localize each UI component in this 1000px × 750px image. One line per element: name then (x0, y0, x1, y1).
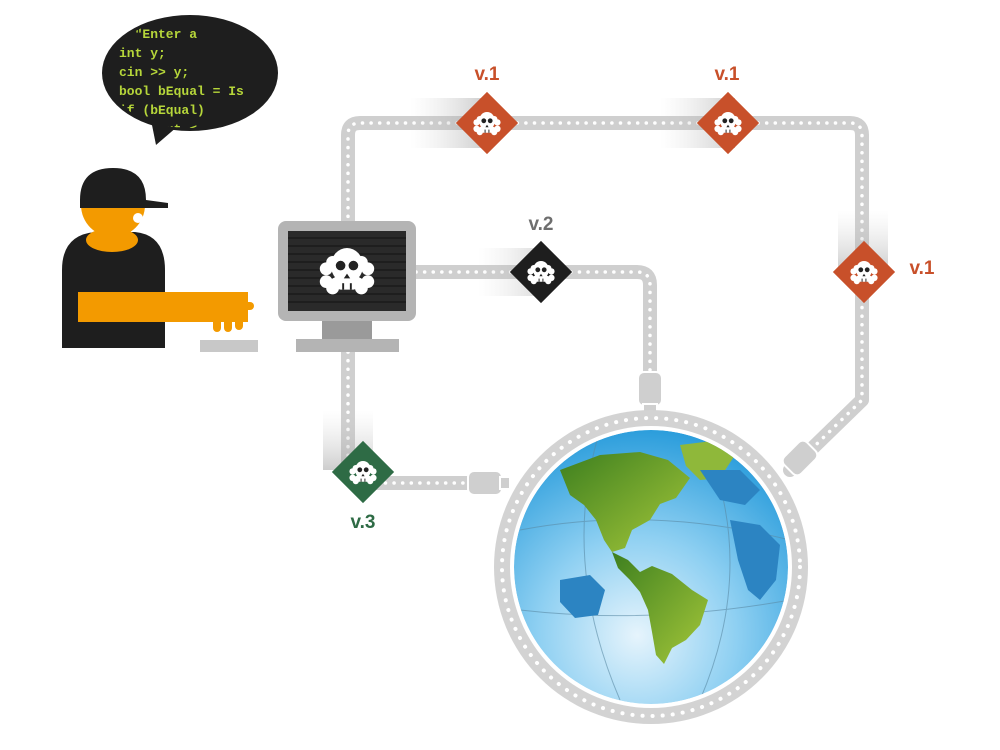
monitor-base (296, 339, 399, 352)
chain-v2-route (409, 265, 657, 392)
africa-landmass (730, 520, 780, 600)
hacker-cap (80, 168, 168, 208)
virus-node-v1-c (832, 240, 896, 304)
keyboard (200, 340, 258, 352)
north-america-landmass (560, 452, 690, 552)
australia-landmass (560, 575, 605, 618)
europe-landmass (700, 470, 760, 505)
monitor-stand (322, 321, 372, 339)
code-line-5: if (bEqual) (119, 103, 205, 118)
code-line-4: bool bEqual = Is (119, 84, 244, 99)
label-v1-top-right: v.1 (714, 64, 739, 85)
chain-v1-route (341, 116, 869, 477)
chain-plugs (467, 371, 819, 496)
globe (494, 410, 808, 724)
label-v3: v.3 (350, 512, 375, 533)
virus-node-v1-b (696, 91, 760, 155)
label-v2: v.2 (528, 214, 553, 235)
code-line-2: int y; (119, 46, 166, 61)
infected-computer (278, 221, 416, 352)
hacker-figure (62, 168, 258, 352)
virus-node-v3 (331, 440, 395, 504)
label-v1-right: v.1 (909, 258, 934, 279)
south-america-landmass (612, 552, 708, 664)
virus-node-v1-a (455, 91, 519, 155)
code-line-1: < "Enter a (119, 27, 197, 42)
code-line-3: cin >> y; (119, 65, 189, 80)
speech-bubble: < "Enter a int y; cin >> y; bool bEqual … (102, 15, 278, 145)
virus-node-v2 (509, 240, 573, 304)
label-v1-top-left: v.1 (474, 64, 499, 85)
